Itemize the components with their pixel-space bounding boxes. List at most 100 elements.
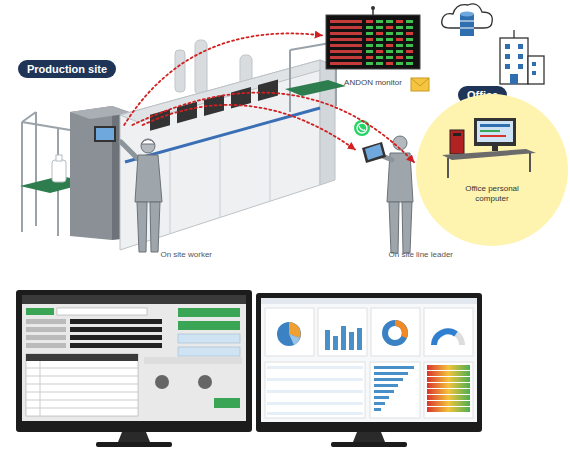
office-pc-drawing	[414, 92, 570, 248]
andon-screen	[366, 62, 373, 65]
andon-screen	[406, 20, 413, 23]
dashboard-monitor	[261, 298, 477, 304]
hmi-monitor	[70, 335, 162, 340]
mail-icon	[411, 78, 429, 91]
andon-screen	[376, 44, 383, 47]
data-flow-arrow	[143, 105, 355, 150]
andon-screen	[330, 56, 362, 59]
dashboard-monitor	[374, 384, 398, 387]
office-building-icon	[505, 64, 510, 69]
control-cabinet	[94, 126, 116, 142]
hmi-monitor	[70, 319, 162, 324]
hmi-monitor	[26, 343, 66, 348]
whatsapp-icon	[357, 123, 367, 133]
andon-screen	[330, 32, 362, 35]
andon-screen	[326, 15, 420, 69]
left-rack	[35, 112, 37, 226]
dashboard-monitor	[385, 323, 405, 343]
dashboard-monitor	[395, 323, 405, 337]
whatsapp-icon	[354, 120, 370, 136]
worker-figure	[141, 140, 155, 145]
hmi-monitor	[178, 347, 240, 356]
left-rack	[21, 122, 23, 232]
dashboard-monitor	[424, 362, 473, 418]
dashboard-monitor	[318, 308, 367, 356]
andon-screen	[386, 20, 393, 23]
node-label: On site worker	[160, 250, 214, 261]
andon-screen	[366, 26, 373, 29]
andon-screen	[396, 44, 403, 47]
andon-screen	[396, 26, 403, 29]
control-cabinet	[96, 128, 114, 140]
cloud-database-icon	[460, 28, 474, 29]
andon-screen	[386, 56, 393, 59]
data-flow-arrow	[132, 93, 414, 163]
dashboard-monitor	[427, 407, 470, 412]
dashboard-monitor	[265, 362, 365, 418]
office-pc-drawing	[480, 130, 500, 132]
line-leader-figure	[365, 144, 383, 160]
hmi-monitor	[26, 354, 138, 416]
line-leader-figure	[402, 202, 412, 253]
left-rack	[22, 122, 70, 130]
hmi-monitor	[57, 308, 147, 315]
andon-screen	[396, 56, 403, 59]
office-building-icon	[518, 44, 523, 49]
production-line-machine	[270, 124, 271, 201]
hmi-monitor	[16, 290, 252, 432]
hmi-monitor	[26, 392, 138, 393]
andon-screen	[322, 6, 424, 90]
andon-screen	[371, 6, 375, 10]
andon-screen	[376, 20, 383, 23]
hmi-monitor	[26, 319, 66, 324]
andon-screen	[376, 26, 383, 29]
worker-figure	[150, 202, 160, 252]
production-line-machine	[220, 138, 221, 218]
hmi-monitor	[198, 375, 212, 389]
andon-screen	[386, 38, 393, 41]
dashboard-monitor	[434, 331, 462, 345]
office-pc-drawing	[416, 94, 568, 246]
andon-screen	[386, 62, 393, 65]
dashboard-monitor	[331, 442, 407, 447]
dashboard-monitor	[325, 330, 330, 350]
andon-screen	[406, 56, 413, 59]
andon-screen	[406, 32, 413, 35]
dashboard-monitor	[256, 293, 482, 432]
dashboard-monitor	[371, 308, 420, 356]
office-pc-drawing	[447, 158, 449, 178]
office-building-icon	[500, 38, 528, 84]
hmi-monitor	[26, 400, 138, 401]
dashboard-monitor	[353, 432, 385, 442]
andon-screen	[406, 44, 413, 47]
dashboard-monitor	[427, 365, 470, 370]
andon-screen	[366, 20, 373, 23]
dashboard-monitor	[277, 322, 301, 346]
production-line-machine	[195, 40, 207, 95]
hmi-monitor	[26, 308, 54, 315]
node-label: Production site	[27, 62, 107, 76]
hmi-monitor	[22, 295, 246, 421]
andon-screen	[406, 26, 413, 29]
line-leader-figure	[389, 202, 399, 253]
dashboard-monitor	[374, 396, 389, 399]
worker-node: On site worker	[112, 125, 214, 261]
cloud-database-icon	[442, 4, 493, 36]
hmi-monitor	[26, 376, 138, 377]
hmi-monitor	[214, 398, 240, 408]
production-line-machine	[175, 50, 185, 92]
hmi-monitor	[70, 327, 162, 332]
andon-screen	[366, 44, 373, 47]
office-building-icon	[510, 74, 518, 84]
dashboard-monitor	[427, 395, 470, 400]
dashboard-monitor	[427, 371, 470, 376]
dashboard-monitor	[267, 366, 363, 369]
dashboard-monitor	[333, 336, 338, 350]
hmi-monitor	[22, 295, 246, 304]
worker-figure	[121, 139, 162, 252]
office-building-icon	[528, 56, 544, 84]
andon-screen	[366, 56, 373, 59]
hmi-monitor	[178, 308, 240, 317]
site-label-pill: Production site	[18, 60, 116, 78]
